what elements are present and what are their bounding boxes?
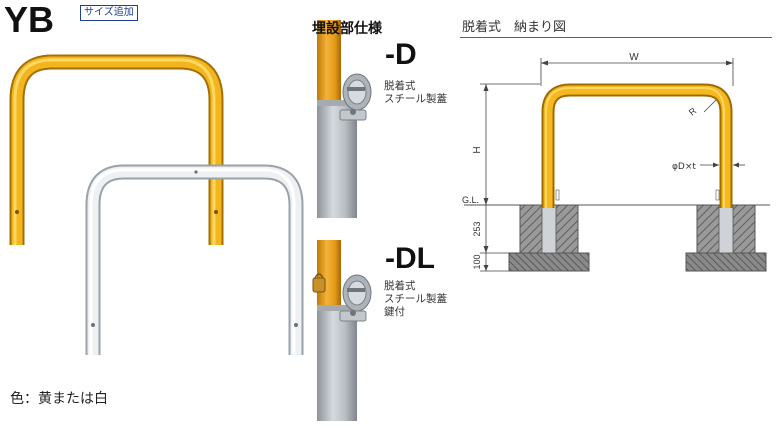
label-pipe-diameter: φD×t	[672, 162, 696, 172]
label-base: 100	[472, 254, 482, 269]
diagram-title: 脱着式 納まり図	[462, 20, 567, 35]
label-ground-level: G.L.	[462, 195, 479, 205]
label-width: W	[629, 52, 639, 63]
installation-diagram	[464, 58, 770, 272]
variant-dl-line: 鍵付	[384, 306, 405, 318]
post-detail-dl	[312, 240, 372, 421]
diagram-title-underline	[460, 37, 772, 38]
yellow-bollard	[9, 54, 224, 245]
model-code: YB	[4, 0, 55, 40]
variant-dl-line: 脱着式	[384, 280, 416, 292]
buried-spec-title: 埋設部仕様	[312, 21, 382, 37]
variant-dl-code: -DL	[385, 242, 435, 275]
variant-d-line: 脱着式	[384, 80, 416, 92]
color-note: 色：黄または白	[10, 391, 108, 407]
variant-dl-line: スチール製蓋	[384, 293, 447, 305]
label-height: H	[472, 146, 483, 153]
variant-d-code: -D	[385, 38, 417, 71]
label-radius: R	[687, 105, 699, 117]
post-detail-d	[317, 20, 372, 218]
size-added-badge: サイズ追加	[80, 5, 138, 21]
variant-d-line: スチール製蓋	[384, 93, 447, 105]
white-bollard	[85, 164, 304, 355]
label-depth: 253	[472, 221, 482, 236]
variant-dl-description: 脱着式 スチール製蓋 鍵付	[384, 280, 447, 319]
variant-d-description: 脱着式 スチール製蓋	[384, 80, 447, 106]
